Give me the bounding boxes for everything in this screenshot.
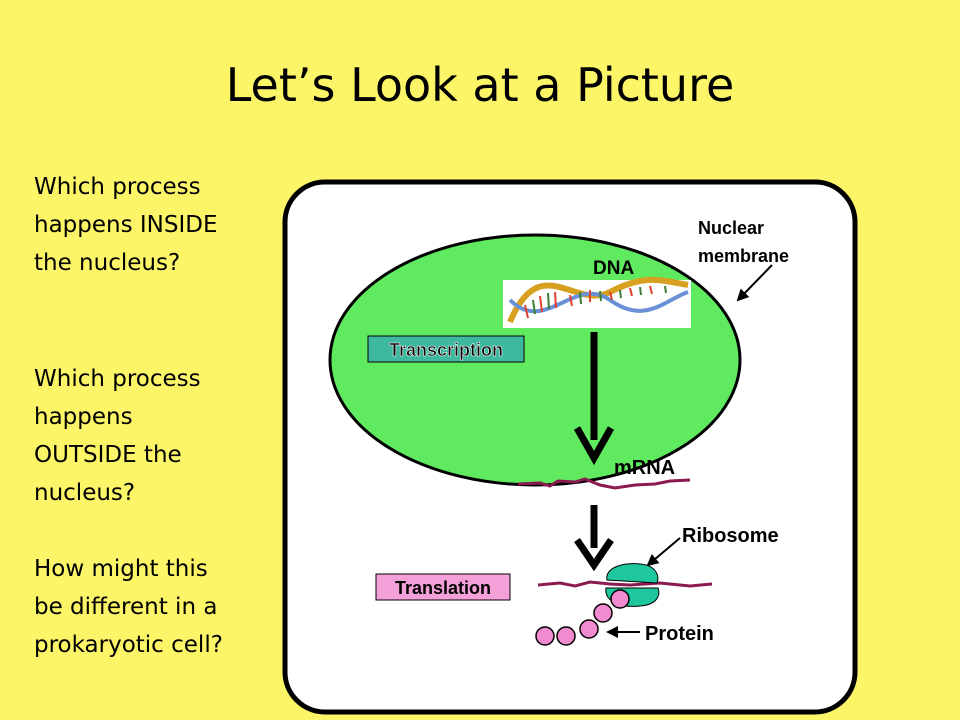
dna-label: DNA (593, 258, 634, 279)
question-line: prokaryotic cell? (34, 632, 223, 658)
translation-label: Translation (395, 578, 491, 598)
amino-acid-bead (535, 626, 555, 646)
dna-helix-image (503, 276, 691, 328)
mrna-strand-cytoplasm (537, 580, 713, 588)
translation-arrowhead (574, 538, 614, 572)
translation-box (375, 573, 511, 601)
protein-label: Protein (645, 623, 714, 645)
slide-title: Let’s Look at a Picture (225, 58, 735, 112)
amino-acid-bead (579, 619, 599, 639)
nuclear-membrane-label: Nuclear (698, 218, 764, 238)
question-inside-nucleus: Which process happens INSIDE the nucleus… (34, 168, 274, 282)
question-line: happens INSIDE (34, 212, 218, 238)
protein-chain (535, 589, 630, 646)
question-line: Which process (34, 174, 201, 200)
question-line: be different in a (34, 594, 218, 620)
amino-acid-bead (610, 589, 630, 609)
question-line: the nucleus? (34, 250, 181, 276)
transcription-label: Transcription (389, 340, 503, 360)
membrane-pointer (736, 264, 773, 302)
question-line: OUTSIDE the (34, 442, 182, 468)
amino-acid-bead (593, 603, 613, 623)
question-outside-nucleus: Which process happens OUTSIDE the nucleu… (34, 360, 274, 512)
mrna-strand-nucleus (517, 477, 691, 490)
question-line: happens (34, 404, 133, 430)
ribosome-pointer (646, 537, 681, 567)
transcription-box (367, 335, 525, 363)
amino-acid-bead (556, 626, 576, 646)
ribosome-label: Ribosome (682, 525, 779, 547)
question-prokaryotic: How might this be different in a prokary… (34, 550, 274, 664)
question-line: nucleus? (34, 480, 136, 506)
mrna-label: mRNA (614, 457, 675, 479)
nuclear-membrane-label: membrane (698, 246, 789, 266)
question-line: Which process (34, 366, 201, 392)
question-line: How might this (34, 556, 208, 582)
transcription-arrowhead (573, 426, 615, 466)
